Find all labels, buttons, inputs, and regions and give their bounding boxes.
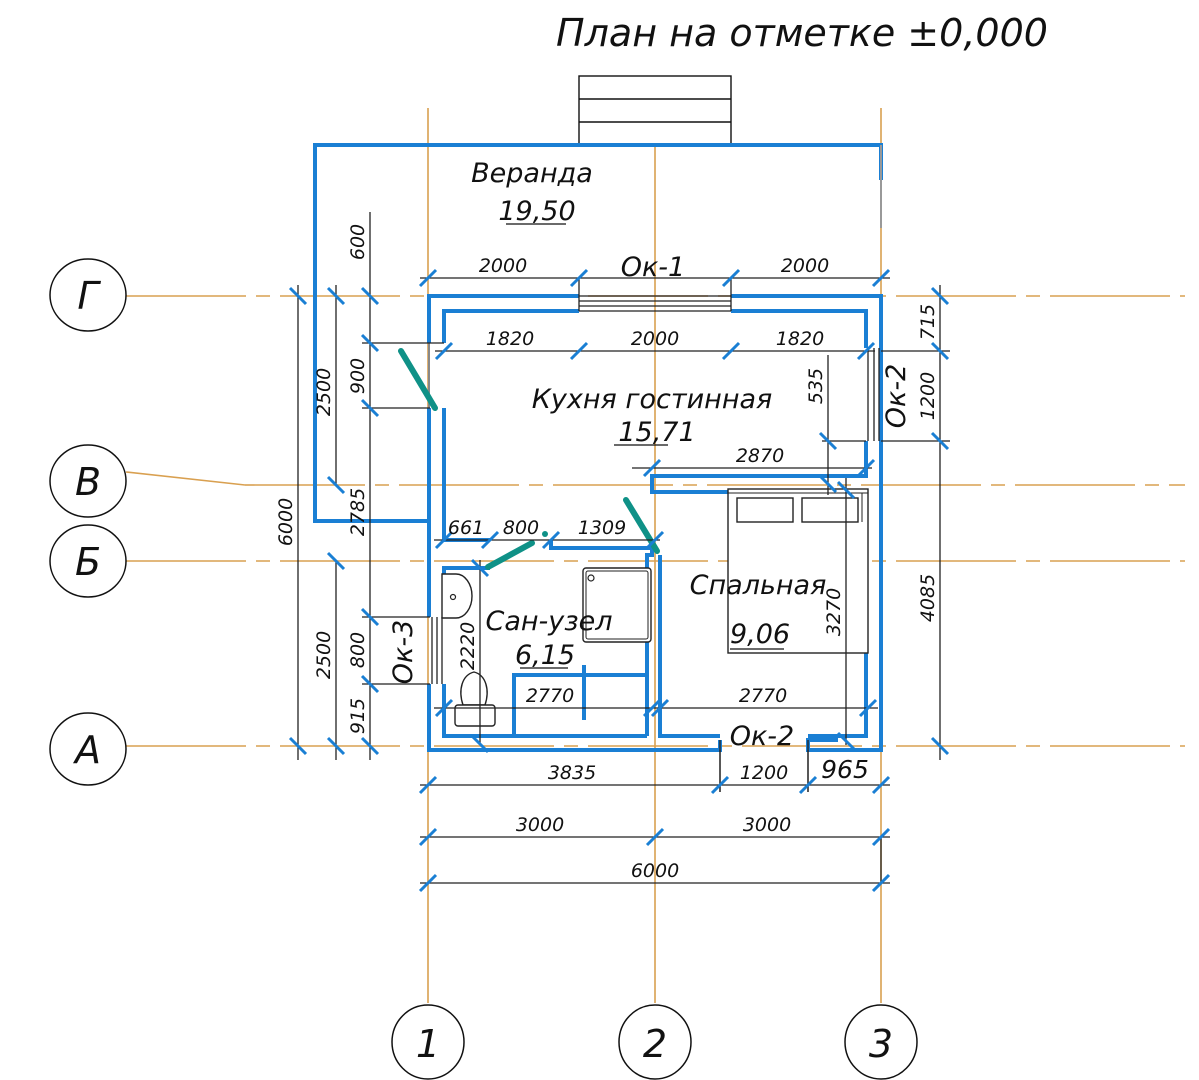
dim-bed-3270: 3270 bbox=[823, 588, 845, 636]
door-bathroom bbox=[485, 540, 535, 570]
axis-marker-a: А bbox=[49, 712, 127, 786]
dim-left-inner-4: 800 bbox=[347, 632, 369, 668]
drawing-title: План на отметке ±0,000 bbox=[556, 11, 1048, 55]
dim-right-1: 715 bbox=[917, 304, 939, 340]
room-area: 9,06 bbox=[730, 619, 790, 650]
room-name: Веранда bbox=[471, 158, 593, 189]
dim-left-inner-3: 2785 bbox=[347, 488, 369, 536]
dim-bottom-3000-1: 3000 bbox=[516, 814, 564, 836]
dim-bottom-6000: 6000 bbox=[631, 860, 679, 882]
window-label-ok2-right: Ок-2 bbox=[881, 364, 912, 428]
dim-bed-2770: 2770 bbox=[739, 685, 787, 707]
room-bathroom: Сан-узел 6,15 bbox=[486, 606, 613, 671]
bed-fixture bbox=[727, 488, 869, 654]
axis-marker-3: 3 bbox=[844, 1004, 918, 1080]
dim-left-mid-2: 2500 bbox=[313, 631, 335, 679]
dim-left-inner-2: 900 bbox=[347, 358, 369, 394]
axis-marker-2: 2 bbox=[618, 1004, 692, 1080]
axis-label-3: 3 bbox=[869, 1022, 893, 1066]
axis-label-v: В bbox=[75, 460, 101, 504]
porch-steps bbox=[578, 75, 732, 145]
window-ok2-right-frame bbox=[867, 348, 880, 441]
dim-top-inner-2: 2000 bbox=[631, 328, 679, 350]
dim-top-inner-1: 1820 bbox=[486, 328, 534, 350]
sink-fixture bbox=[441, 573, 473, 619]
dim-left-inner-5: 915 bbox=[347, 698, 369, 734]
axis-marker-g: Г bbox=[49, 258, 127, 332]
axis-marker-1: 1 bbox=[391, 1004, 465, 1080]
window-ok1-frame bbox=[579, 295, 731, 312]
shower-tray bbox=[582, 567, 652, 643]
axis-label-1: 1 bbox=[416, 1022, 440, 1066]
dim-left-outer: 6000 bbox=[275, 498, 297, 546]
axis-label-2: 2 bbox=[643, 1022, 667, 1066]
dim-bath-2220: 2220 bbox=[457, 622, 479, 670]
dim-top-inner-3: 1820 bbox=[776, 328, 824, 350]
dim-left-inner-1: 600 bbox=[347, 224, 369, 260]
window-label-ok3: Ок-3 bbox=[388, 620, 419, 684]
dim-bottom-3000-2: 3000 bbox=[743, 814, 791, 836]
axis-label-g: Г bbox=[77, 274, 101, 318]
axis-label-a: А bbox=[72, 728, 101, 772]
room-bedroom: Спальная 9,06 bbox=[690, 570, 827, 650]
axis-label-b: Б bbox=[75, 540, 101, 584]
dim-kitchen-535: 535 bbox=[805, 368, 827, 404]
dim-kitchen-2870: 2870 bbox=[736, 445, 784, 467]
dimension-lines bbox=[297, 212, 950, 884]
axis-marker-b: Б bbox=[49, 524, 127, 598]
room-name: Сан-узел bbox=[486, 606, 613, 637]
axis-marker-v: В bbox=[49, 444, 127, 518]
dim-bath-2770: 2770 bbox=[526, 685, 574, 707]
door-entrance bbox=[398, 348, 438, 411]
dim-top-outer-1: 2000 bbox=[479, 255, 527, 277]
room-area: 6,15 bbox=[515, 640, 575, 671]
dim-bottom-1200: 1200 bbox=[740, 762, 788, 784]
room-name: Спальная bbox=[690, 570, 827, 601]
dimension-labels: 2000 2000 1820 2000 1820 6000 2500 2500 … bbox=[275, 224, 939, 882]
toilet-fixture bbox=[454, 671, 496, 727]
dimension-ticks bbox=[288, 268, 950, 893]
window-ok3-frame bbox=[431, 617, 443, 684]
room-kitchen-living: Кухня гостинная 15,71 bbox=[532, 384, 773, 448]
dim-bottom-3835: 3835 bbox=[548, 762, 596, 784]
dim-right-3: 4085 bbox=[917, 574, 939, 622]
dim-bath-1309: 1309 bbox=[578, 517, 626, 539]
room-name: Кухня гостинная bbox=[532, 384, 773, 415]
axis-line-v-lead bbox=[125, 471, 246, 486]
room-area: 15,71 bbox=[618, 417, 695, 448]
dim-left-mid-1: 2500 bbox=[313, 368, 335, 416]
dim-right-2: 1200 bbox=[917, 372, 939, 420]
dim-bath-661: 661 bbox=[448, 517, 484, 539]
dim-bath-800: 800 bbox=[503, 517, 539, 539]
dim-bottom-965: 965 bbox=[821, 755, 869, 784]
window-label-ok2-bottom: Ок-2 bbox=[730, 721, 794, 752]
room-area: 19,50 bbox=[498, 196, 575, 227]
dim-top-outer-2: 2000 bbox=[781, 255, 829, 277]
room-veranda: Веранда 19,50 bbox=[471, 158, 593, 227]
